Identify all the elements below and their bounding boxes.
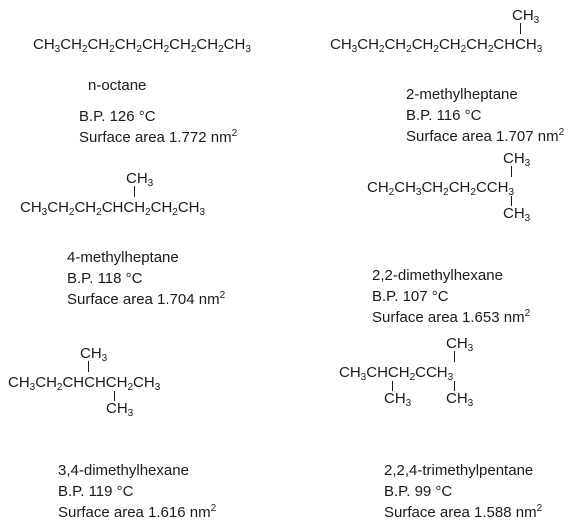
surface-area: Surface area 1.653 nm2: [372, 308, 531, 327]
methyl-branch-top: CH3: [512, 7, 540, 26]
methyl-branch-bottom: CH3: [106, 400, 134, 419]
compound-properties: B.P. 126 °C Surface area 1.772 nm2: [79, 106, 237, 148]
bond-line: [88, 361, 89, 372]
surface-area: Surface area 1.707 nm2: [406, 127, 565, 146]
subscript: 2: [218, 44, 224, 55]
bond-line: [511, 166, 512, 177]
subscript: 3: [147, 178, 154, 189]
subscript: 3: [127, 408, 134, 419]
compound-name: n-octane: [88, 77, 147, 94]
subscript: 2: [388, 187, 395, 198]
main-chain-formula: CH3CH2CH2CH2CH2CH2CHCH3: [330, 36, 543, 55]
subscript: 2: [81, 44, 88, 55]
compound-name: 2,2,4-trimethylpentane: [384, 462, 534, 479]
subscript: 3: [533, 15, 540, 26]
compound-name: 3,4-dimethylhexane: [58, 462, 189, 479]
compound-properties: 2,2,4-trimethylpentane B.P. 99 °C Surfac…: [384, 460, 542, 523]
subscript: 3: [405, 398, 412, 409]
boiling-point: B.P. 119 °C: [58, 483, 134, 500]
subscript: 2: [56, 382, 63, 393]
subscript: 2: [470, 187, 476, 198]
methyl-branch-top: CH3: [503, 150, 531, 169]
subscript: 3: [351, 44, 358, 55]
surface-area: Surface area 1.704 nm2: [67, 290, 226, 309]
subscript: 2: [68, 207, 75, 218]
subscript: 3: [467, 398, 474, 409]
bond-line: [134, 186, 135, 197]
bond-line: [114, 391, 115, 401]
bond-line: [454, 351, 455, 362]
main-chain-formula: CH3CH2CH2CH2CH2CH2CH2CH3: [33, 36, 251, 55]
subscript: 2: [433, 44, 439, 55]
boiling-point: B.P. 107 °C: [372, 288, 449, 305]
bond-line: [454, 381, 455, 391]
subscript: 3: [54, 44, 61, 55]
surface-area: Surface area 1.616 nm2: [58, 503, 217, 522]
subscript: 2: [163, 44, 170, 55]
subscript: 3: [199, 207, 206, 218]
boiling-point: B.P. 126 °C: [79, 108, 156, 125]
subscript: 2: [136, 44, 142, 55]
subscript: 2: [96, 207, 102, 218]
methyl-branch-top: CH3: [80, 345, 108, 364]
compound-name: 4-methylheptane: [67, 249, 179, 266]
subscript: 2: [378, 44, 385, 55]
subscript: 3: [29, 382, 36, 393]
methyl-branch-top: CH3: [446, 335, 474, 354]
subscript: 3: [360, 372, 367, 383]
methyl-branch-bottom-right: CH3: [446, 390, 474, 409]
main-chain-formula: CH2CH3CH2CH2CCH3: [367, 179, 514, 198]
compound-properties: 2,2-dimethylhexane B.P. 107 °C Surface a…: [372, 265, 530, 328]
compound-properties: 2-methylheptane B.P. 116 °C Surface area…: [406, 84, 564, 147]
subscript: 3: [415, 187, 422, 198]
compound-properties: 4-methylheptane B.P. 118 °C Surface area…: [67, 247, 225, 310]
subscript: 2: [443, 187, 449, 198]
subscript: 3: [154, 382, 161, 393]
compound-name: 2,2-dimethylhexane: [372, 267, 503, 284]
subscript: 3: [447, 372, 454, 383]
subscript: 3: [41, 207, 48, 218]
main-chain-formula: CH3CH2CH2CHCH2CH2CH3: [20, 199, 206, 218]
boiling-point: B.P. 118 °C: [67, 270, 143, 287]
subscript: 2: [409, 372, 416, 383]
main-chain-formula: CH3CHCH2CCH3: [339, 364, 454, 383]
bond-line: [392, 381, 393, 391]
subscript: 3: [101, 353, 108, 364]
subscript: 2: [109, 44, 115, 55]
subscript: 2: [190, 44, 197, 55]
compound-properties: 3,4-dimethylhexane B.P. 119 °C Surface a…: [58, 460, 216, 523]
subscript: 2: [127, 382, 134, 393]
boiling-point: B.P. 116 °C: [406, 107, 482, 124]
methyl-branch-bottom: CH3: [503, 205, 531, 224]
bond-line: [520, 23, 521, 34]
subscript: 3: [536, 44, 543, 55]
methyl-branch-top: CH3: [126, 170, 154, 189]
subscript: 3: [467, 343, 474, 354]
methyl-branch-bottom-left: CH3: [384, 390, 412, 409]
subscript: 2: [406, 44, 412, 55]
surface-area: Surface area 1.588 nm2: [384, 503, 543, 522]
subscript: 3: [508, 187, 514, 198]
surface-area: Surface area 1.772 nm2: [79, 128, 238, 147]
compound-name: 2-methylheptane: [406, 86, 518, 103]
boiling-point: B.P. 99 °C: [384, 483, 453, 500]
main-chain-formula: CH3CH2CHCHCH2CH3: [8, 374, 161, 393]
subscript: 2: [172, 207, 178, 218]
subscript: 3: [524, 213, 531, 224]
subscript: 3: [524, 158, 531, 169]
subscript: 2: [145, 207, 151, 218]
subscript: 2: [460, 44, 467, 55]
subscript: 2: [487, 44, 494, 55]
bond-line: [511, 196, 512, 206]
subscript: 3: [245, 44, 251, 55]
